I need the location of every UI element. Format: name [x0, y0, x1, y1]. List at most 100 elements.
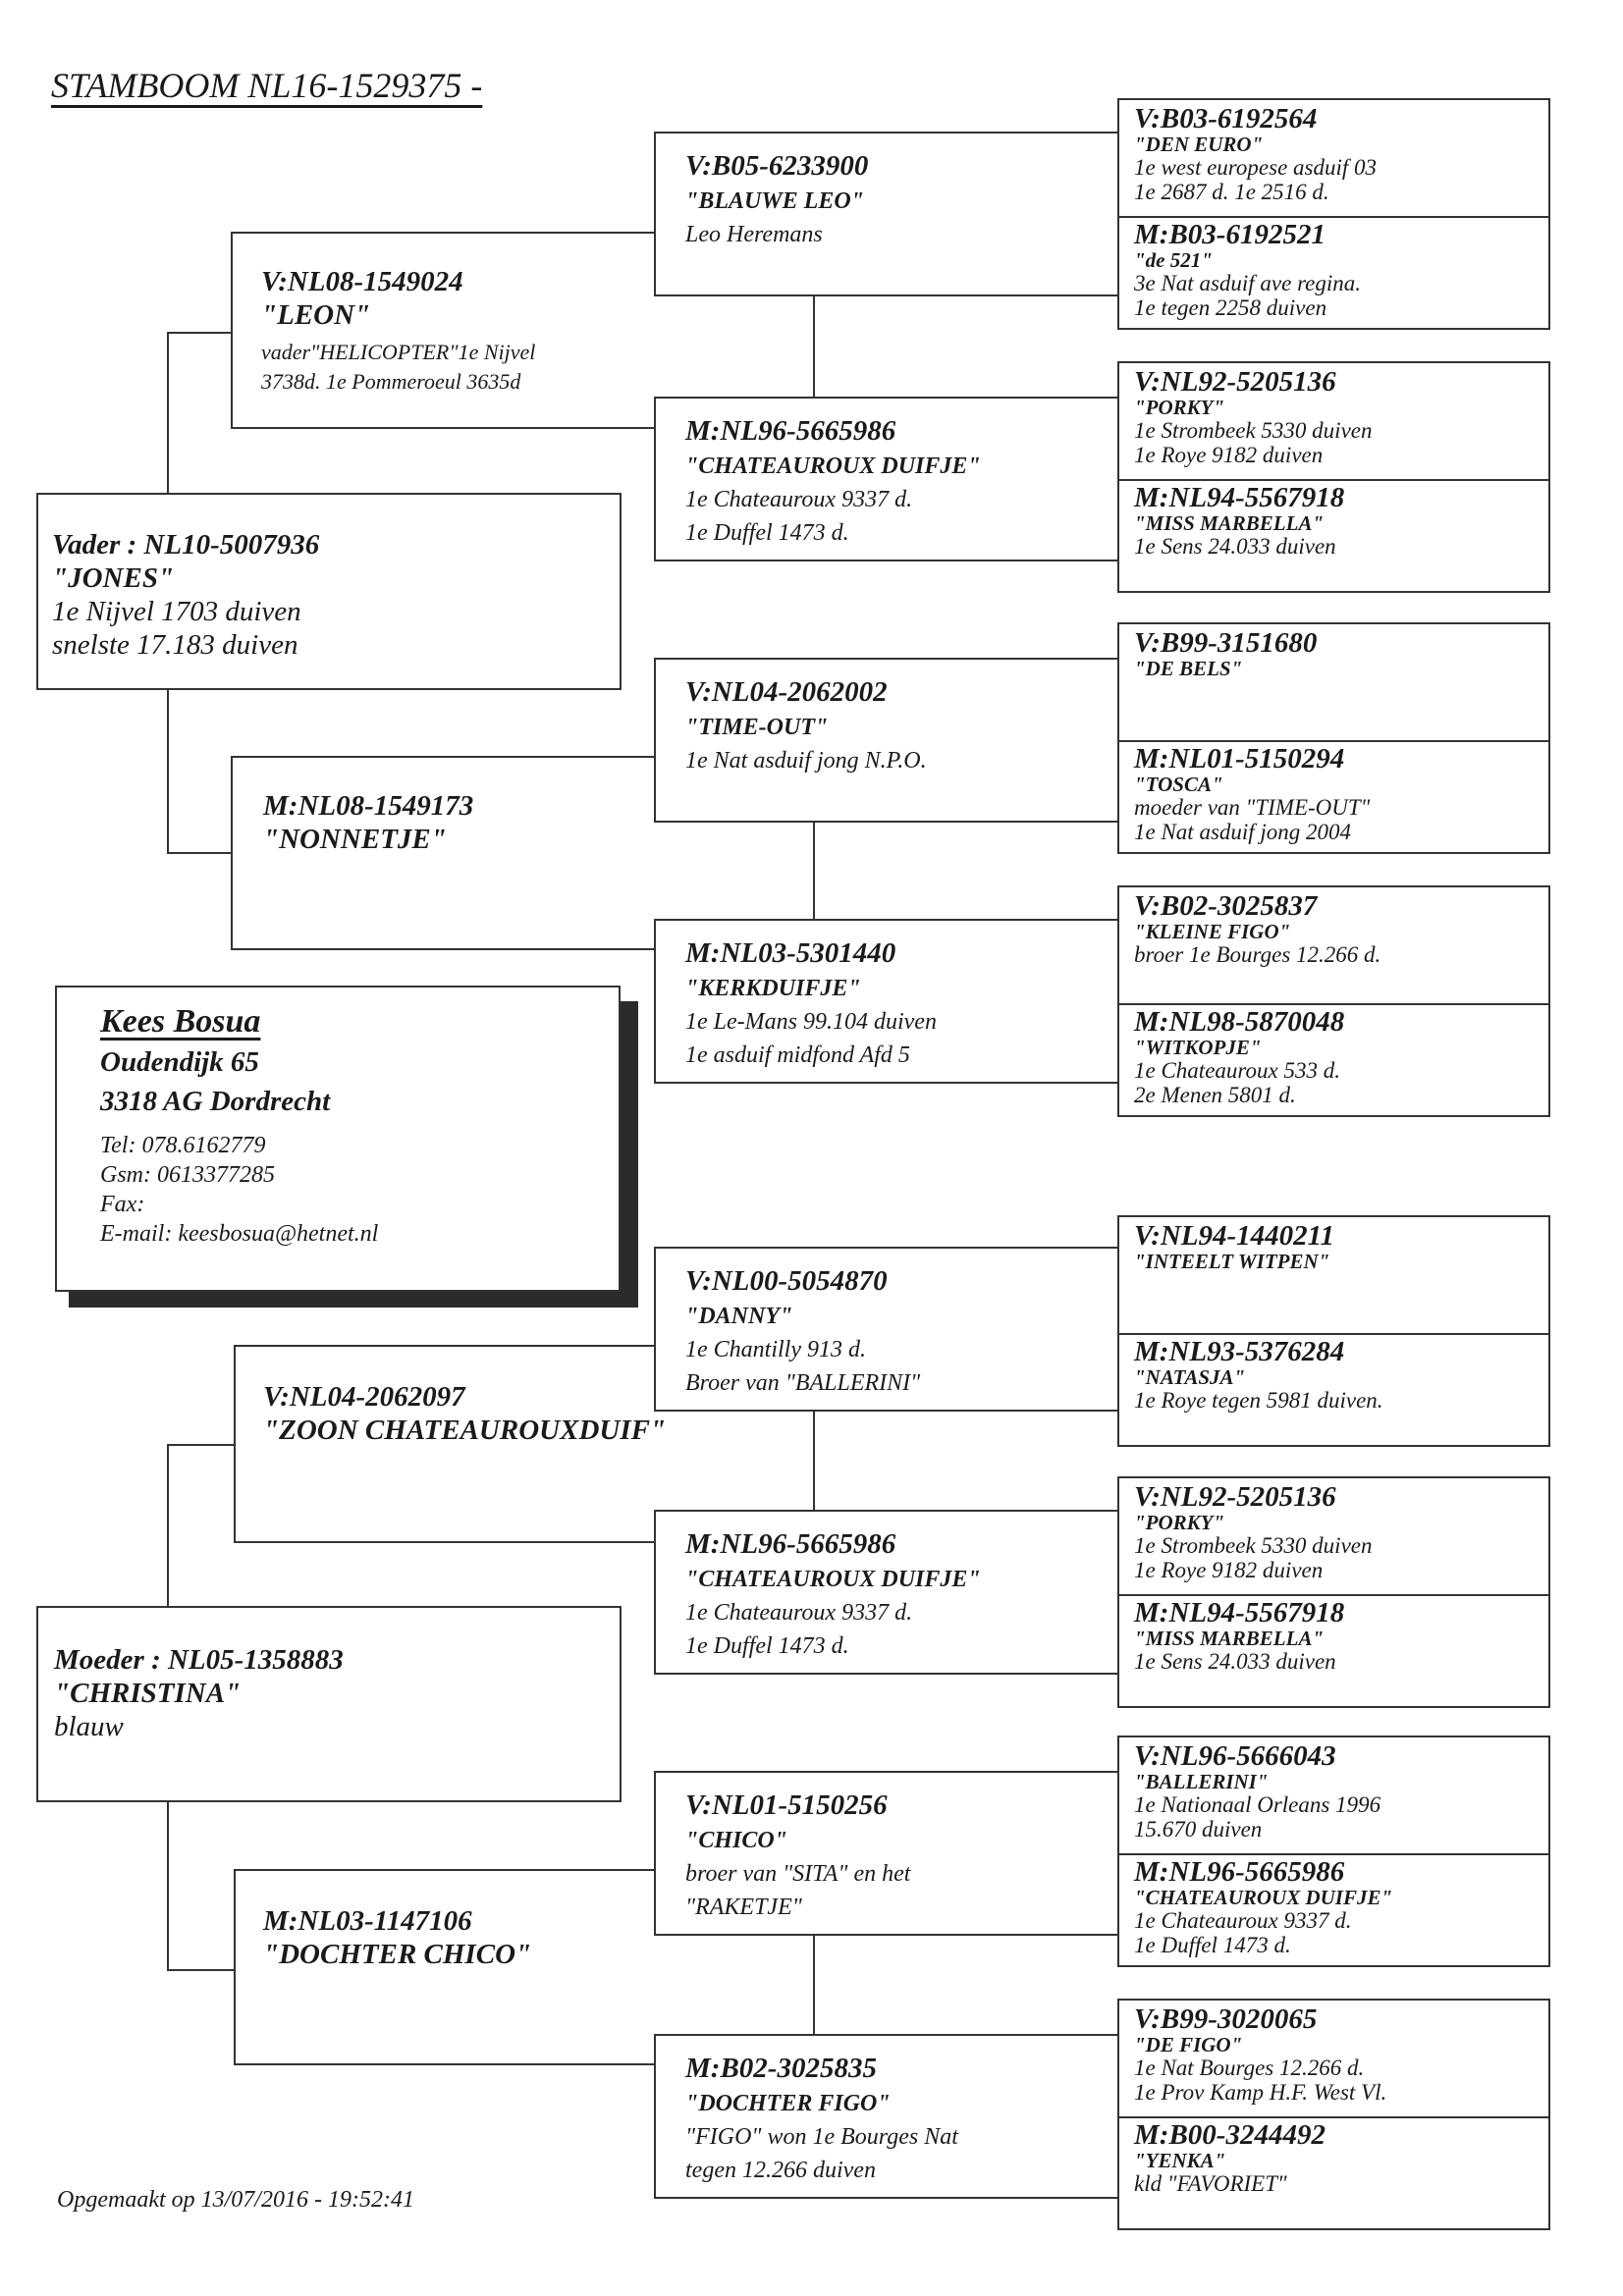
moeder-line: blauw [54, 1711, 124, 1742]
gen3-content: M:NL96-5665986"CHATEAUROUX DUIFJE"1e Cha… [685, 414, 981, 550]
gen4-name: "DE BELS" [1134, 657, 1243, 680]
gen3-code: V:NL04-2062002 [685, 676, 888, 708]
vader-code: Vader : NL10-5007936 [52, 529, 320, 561]
gen3-code: M:B02-3025835 [685, 2053, 877, 2084]
gen3-content: V:NL00-5054870"DANNY"1e Chantilly 913 d.… [685, 1264, 920, 1400]
gen4-line: 1e Roye tegen 5981 duiven. [1134, 1388, 1383, 1413]
gen4-code: M:NL01-5150294 [1134, 743, 1345, 774]
gen3-line: 1e Duffel 1473 d. [685, 1633, 849, 1659]
gen3-line: tegen 12.266 duiven [685, 2158, 876, 2183]
gen4-name: "DE FIGO" [1134, 2033, 1243, 2056]
gen4-line: 1e tegen 2258 duiven [1134, 295, 1327, 320]
gen4-box: V:NL92-5205136"PORKY"1e Strombeek 5330 d… [1117, 361, 1550, 593]
gen4-cell: M:NL93-5376284"NATASJA"1e Roye tegen 598… [1119, 1335, 1548, 1449]
connector-line [167, 1444, 234, 1446]
gen4-line: 1e Strombeek 5330 duiven [1134, 1533, 1373, 1558]
gp-code: M:NL08-1549173 [263, 790, 474, 822]
gen4-line: 1e Nat Bourges 12.266 d. [1134, 2056, 1365, 2080]
gen4-code: V:NL92-5205136 [1134, 366, 1336, 398]
gen4-cell: M:NL94-5567918"MISS MARBELLA"1e Sens 24.… [1119, 481, 1548, 595]
gen4-name: "NATASJA" [1134, 1365, 1246, 1389]
gen3-code: V:B05-6233900 [685, 150, 869, 182]
gen3-name: "DOCHTER FIGO" [685, 2091, 891, 2116]
owner-card: Kees Bosua Oudendijk 65 3318 AG Dordrech… [55, 986, 621, 1292]
gen4-name: "INTEELT WITPEN" [1134, 1250, 1330, 1273]
gen4-code: M:NL93-5376284 [1134, 1336, 1345, 1367]
gp-code: V:NL08-1549024 [261, 266, 463, 297]
grandparent-vv: V:NL08-1549024 "LEON" vader"HELICOPTER"1… [261, 265, 535, 397]
moeder-box: Moeder : NL05-1358883 "CHRISTINA" blauw [36, 1606, 622, 1802]
gen4-line: 1e Roye 9182 duiven [1134, 443, 1324, 467]
gen4-divider [1119, 1003, 1548, 1005]
footer-date: Opgemaakt op 13/07/2016 - 19:52:41 [57, 2187, 414, 2213]
gen4-line: 1e Nationaal Orleans 1996 [1134, 1792, 1381, 1817]
gp-line: 3738d. 1e Pommeroeul 3635d [261, 369, 521, 394]
gen4-code: M:B03-6192521 [1134, 219, 1325, 250]
connector-line [167, 1801, 169, 1971]
gen4-code: M:B00-3244492 [1134, 2119, 1325, 2151]
gen4-line: 1e Roye 9182 duiven [1134, 1558, 1324, 1582]
gen3-content: M:NL96-5665986"CHATEAUROUX DUIFJE"1e Cha… [685, 1527, 981, 1663]
gen4-divider [1119, 2116, 1548, 2118]
gen3-box: V:NL01-5150256 "CHICO" broer van "SITA" en… [654, 1771, 1119, 1936]
gen3-box: M:NL03-5301440"KERKDUIFJE"1e Le-Mans 99.… [654, 919, 1119, 1084]
gen4-code: V:NL94-1440211 [1134, 1220, 1335, 1252]
gen3-line: 1e Nat asduif jong N.P.O. [685, 748, 927, 774]
gen4-line: 1e Chateauroux 9337 d. [1134, 1908, 1352, 1933]
gen3-code: V:NL01-5150256 [685, 1789, 888, 1821]
gen4-code: V:B99-3020065 [1134, 2003, 1318, 2035]
gen4-cell: V:NL96-5666043"BALLERINI"1e Nationaal Or… [1119, 1739, 1548, 1853]
gp-line: vader"HELICOPTER"1e Nijvel [261, 340, 536, 364]
grandparent-mv: V:NL04-2062097 "ZOON CHATEAUROUXDUIF" [263, 1380, 666, 1447]
connector-line [813, 752, 815, 923]
connector-line [234, 1345, 236, 1543]
gen4-box: V:NL92-5205136"PORKY"1e Strombeek 5330 d… [1117, 1476, 1550, 1708]
gen3-content: M:B02-3025835"DOCHTER FIGO""FIGO" won 1e… [685, 2052, 958, 2187]
gen3-box: V:B05-6233900 "BLAUWE LEO" Leo Heremans [654, 132, 1119, 296]
gen4-name: "de 521" [1134, 248, 1213, 272]
gen3-line: broer van "SITA" en het [685, 1861, 911, 1887]
gen4-line: 2e Menen 5801 d. [1134, 1083, 1296, 1107]
gen3-content: V:NL04-2062002"TIME-OUT"1e Nat asduif jo… [685, 675, 927, 777]
vader-line: snelste 17.183 duiven [52, 629, 298, 661]
gp-name: "LEON" [261, 299, 371, 331]
grandparent-vm: M:NL08-1549173 "NONNETJE" [263, 789, 473, 856]
gen4-box: V:B02-3025837"KLEINE FIGO"broer 1e Bourg… [1117, 885, 1550, 1117]
gen4-cell: V:B99-3151680"DE BELS" [1119, 626, 1548, 740]
gen4-box: V:B99-3151680"DE BELS"M:NL01-5150294"TOS… [1117, 622, 1550, 854]
connector-line [167, 1969, 234, 1971]
gen4-box: V:NL96-5666043"BALLERINI"1e Nationaal Or… [1117, 1735, 1550, 1967]
gp-name: "DOCHTER CHICO" [263, 1939, 532, 1970]
gp-name: "NONNETJE" [263, 824, 447, 855]
gen4-box: V:B99-3020065"DE FIGO"1e Nat Bourges 12.… [1117, 1999, 1550, 2230]
gen4-divider [1119, 479, 1548, 481]
gen3-box: M:B02-3025835"DOCHTER FIGO""FIGO" won 1e… [654, 2034, 1119, 2199]
gen4-cell: M:B00-3244492"YENKA"kld "FAVORIET" [1119, 2118, 1548, 2232]
connector-line [231, 232, 233, 429]
gen3-name: "CHICO" [685, 1828, 788, 1853]
gen4-code: M:NL96-5665986 [1134, 1856, 1345, 1888]
gen3-box: M:NL96-5665986"CHATEAUROUX DUIFJE"1e Cha… [654, 1510, 1119, 1675]
gen4-name: "CHATEAUROUX DUIFJE" [1134, 1886, 1393, 1909]
gen4-code: V:B99-3151680 [1134, 627, 1318, 659]
connector-line [231, 756, 654, 758]
gen4-box: V:B03-6192564"DEN EURO"1e west europese … [1117, 98, 1550, 330]
owner-fax: Fax: [100, 1192, 145, 1217]
gen4-line: broer 1e Bourges 12.266 d. [1134, 942, 1381, 967]
gen3-line: 1e Duffel 1473 d. [685, 520, 849, 546]
gen3-name: "BLAUWE LEO" [685, 188, 865, 214]
gen4-cell: M:NL94-5567918"MISS MARBELLA"1e Sens 24.… [1119, 1596, 1548, 1710]
gen4-line: 1e Duffel 1473 d. [1134, 1933, 1291, 1957]
connector-line [234, 1541, 654, 1543]
owner-name: Kees Bosua [100, 1003, 261, 1040]
gen4-name: "WITKOPJE" [1134, 1036, 1262, 1059]
gen4-line: 1e Nat asduif jong 2004 [1134, 820, 1352, 844]
gen3-line: 1e Chateauroux 9337 d. [685, 487, 913, 512]
gen3-line: Leo Heremans [685, 222, 823, 247]
gen4-code: V:NL92-5205136 [1134, 1481, 1336, 1513]
owner-gsm: Gsm: 0613377285 [100, 1162, 275, 1188]
gen3-name: "CHATEAUROUX DUIFJE" [685, 454, 981, 479]
gen4-line: 1e Strombeek 5330 duiven [1134, 418, 1373, 443]
gen3-line: Broer van "BALLERINI" [685, 1370, 921, 1396]
page-title: STAMBOOM NL16-1529375 - [51, 66, 483, 105]
